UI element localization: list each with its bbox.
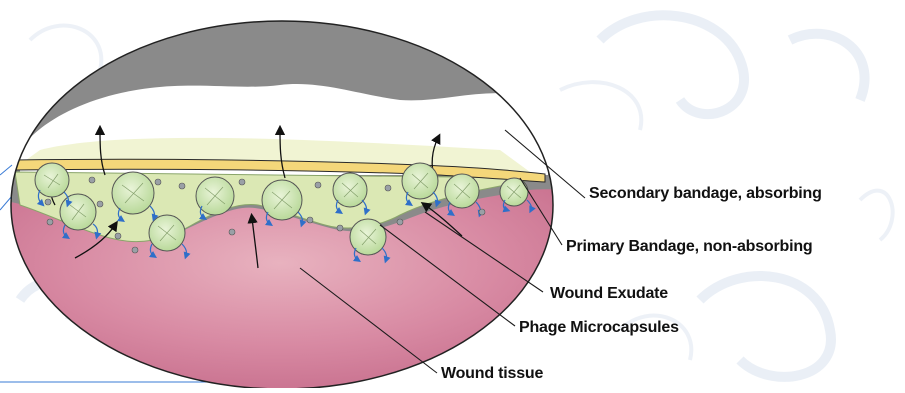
label-wound-tissue: Wound tissue: [441, 365, 543, 383]
label-wound-exudate: Wound Exudate: [550, 285, 668, 303]
label-secondary-bandage: Secondary bandage, absorbing: [589, 185, 822, 203]
label-phage-microcapsules: Phage Microcapsules: [519, 319, 679, 337]
frame-line-mid: [0, 196, 12, 210]
label-primary-bandage: Primary Bandage, non-absorbing: [566, 238, 813, 256]
frame-line-top: [0, 165, 12, 175]
